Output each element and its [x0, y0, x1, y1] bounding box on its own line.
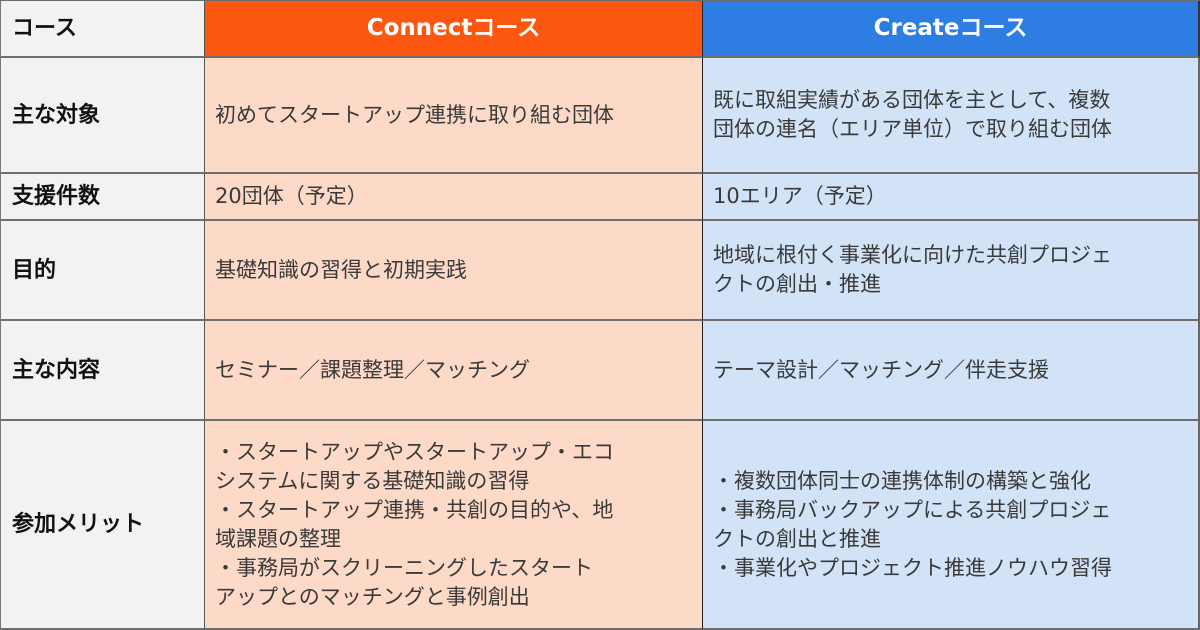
- header-connect-course: Connectコース: [205, 1, 703, 58]
- connect-support-count: 20団体（予定）: [205, 174, 703, 221]
- connect-content: セミナー／課題整理／マッチング: [205, 321, 703, 421]
- header-create-course: Createコース: [703, 1, 1200, 58]
- create-target: 既に取組実績がある団体を主として、複数 団体の連名（エリア単位）で取り組む団体: [703, 58, 1200, 174]
- row-label-support-count: 支援件数: [0, 174, 205, 221]
- create-purpose: 地域に根付く事業化に向けた共創プロジェ クトの創出・推進: [703, 221, 1200, 321]
- connect-benefits: ・スタートアップやスタートアップ・エコ システムに関する基礎知識の習得 ・スター…: [205, 421, 703, 630]
- create-support-count: 10エリア（予定）: [703, 174, 1200, 221]
- header-course-label: コース: [0, 1, 205, 58]
- connect-purpose: 基礎知識の習得と初期実践: [205, 221, 703, 321]
- row-label-target: 主な対象: [0, 58, 205, 174]
- create-content: テーマ設計／マッチング／伴走支援: [703, 321, 1200, 421]
- row-label-benefits: 参加メリット: [0, 421, 205, 630]
- row-label-purpose: 目的: [0, 221, 205, 321]
- row-label-content: 主な内容: [0, 321, 205, 421]
- create-benefits: ・複数団体同士の連携体制の構築と強化 ・事務局バックアップによる共創プロジェ ク…: [703, 421, 1200, 630]
- connect-target: 初めてスタートアップ連携に取り組む団体: [205, 58, 703, 174]
